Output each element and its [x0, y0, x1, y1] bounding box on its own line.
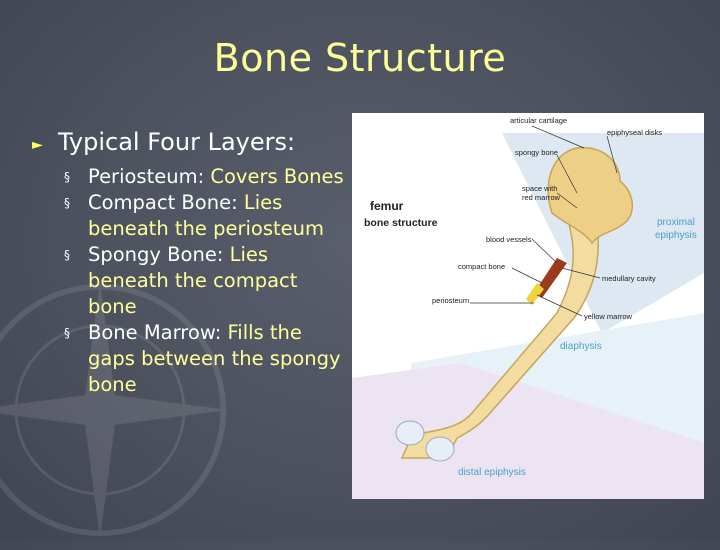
label-diaphysis: diaphysis: [560, 341, 602, 352]
figure-title: femur: [370, 199, 404, 213]
figure-subtitle: bone structure: [364, 217, 438, 229]
layer-name: Compact Bone:: [88, 191, 238, 214]
layer-name: Bone Marrow:: [88, 321, 222, 344]
layer-description: Lies beneath the periosteum: [88, 191, 324, 240]
square-bullet-icon: §: [64, 326, 70, 340]
square-bullet-icon: §: [64, 170, 70, 184]
slide-content: ► Typical Four Layers: § Periosteum: Cov…: [32, 128, 352, 398]
layer-description: Fills the gaps between the spongy bone: [88, 321, 341, 396]
label-proximal: proximal: [657, 217, 695, 228]
femur-head: [547, 146, 634, 245]
femur-diagram: articular cartilage epiphyseal disks spo…: [352, 113, 704, 499]
square-bullet-icon: §: [64, 248, 70, 262]
label-blood-vessels: blood vessels: [486, 235, 532, 244]
layer-name: Periosteum:: [88, 165, 205, 188]
list-item: § Spongy Bone: Lies beneath the compact …: [58, 242, 352, 320]
condyle: [425, 436, 455, 462]
label-yellow-marrow: yellow marrow: [584, 312, 633, 321]
label-space-red-marrow: red marrow: [522, 193, 561, 202]
distal-region: [352, 363, 704, 499]
label-distal-epiphysis: distal epiphysis: [458, 467, 526, 478]
layer-description: Lies beneath the compact bone: [88, 243, 298, 318]
label-proximal: epiphysis: [655, 230, 697, 241]
layer-name: Spongy Bone:: [88, 243, 224, 266]
compass-watermark-icon: [0, 281, 229, 539]
layers-heading: Typical Four Layers:: [58, 128, 296, 156]
layer-description: Covers Bones: [210, 165, 344, 188]
label-space-red-marrow: space with: [522, 184, 557, 193]
square-bullet-icon: §: [64, 196, 70, 210]
triangle-bullet-icon: ►: [32, 137, 43, 153]
condyle: [395, 420, 425, 446]
yellow-marrow-fill: [526, 283, 544, 305]
list-item: § Periosteum: Covers Bones: [58, 164, 352, 190]
heading-bullet: ► Typical Four Layers:: [32, 128, 352, 156]
label-periosteum: periosteum: [432, 296, 469, 305]
label-articular-cartilage: articular cartilage: [510, 116, 567, 125]
label-epiphyseal-disks: epiphyseal disks: [607, 128, 662, 137]
label-spongy-bone: spongy bone: [515, 148, 558, 157]
label-compact-bone: compact bone: [458, 262, 505, 271]
label-medullary-cavity: medullary cavity: [602, 274, 656, 283]
list-item: § Compact Bone: Lies beneath the periost…: [58, 190, 352, 242]
list-item: § Bone Marrow: Fills the gaps between th…: [58, 320, 352, 398]
layers-list: § Periosteum: Covers Bones § Compact Bon…: [32, 164, 352, 398]
slide-title: Bone Structure: [213, 36, 507, 80]
